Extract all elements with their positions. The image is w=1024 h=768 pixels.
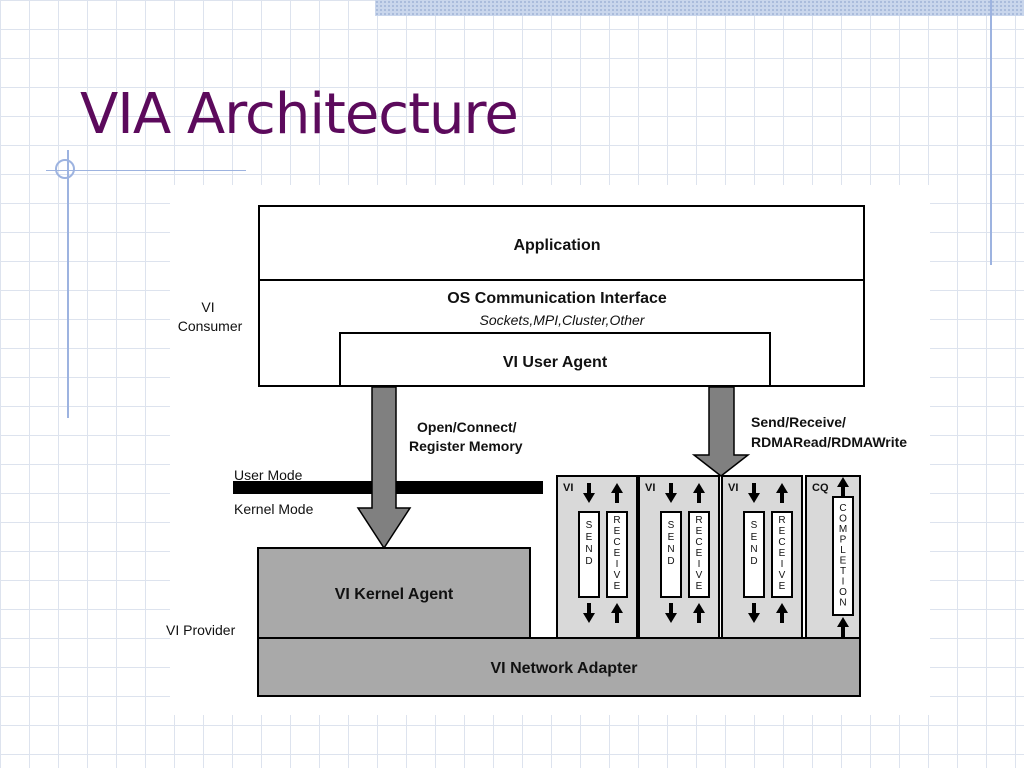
vi-panel-1-label: VI xyxy=(563,482,573,494)
vi-panel-2-send-in-arrow xyxy=(665,483,677,503)
vi-panel-2-label: VI xyxy=(645,482,655,494)
completion-queue xyxy=(832,496,854,616)
cq-bottom-arrow xyxy=(837,617,849,637)
vi-panel-1-send-queue xyxy=(578,511,600,598)
vi-panel-1-send-in-arrow xyxy=(583,483,595,503)
vi-panel-2-receive-queue xyxy=(688,511,710,598)
kernel-mode-label: Kernel Mode xyxy=(234,501,314,517)
vi-panel-3-receive-in-arrow xyxy=(776,603,788,623)
network-adapter-box xyxy=(257,637,861,697)
page-title: VIA Architecture xyxy=(80,82,519,147)
vi-consumer-label-line2: Consumer xyxy=(178,318,243,334)
send-receive-arrow xyxy=(691,386,751,477)
user-mode-label: User Mode xyxy=(234,467,303,483)
cq-panel-label: CQ xyxy=(812,482,829,494)
vi-panel-2-send-out-arrow xyxy=(665,603,677,623)
cq-top-arrow xyxy=(837,477,849,497)
vi-consumer-label-line1: VI xyxy=(201,299,214,315)
right-decorative-rule xyxy=(990,0,992,265)
vi-panel-3-send-queue xyxy=(743,511,765,598)
vi-panel-3-send-out-arrow xyxy=(748,603,760,623)
network-adapter-label: VI Network Adapter xyxy=(491,660,638,677)
open-connect-label-line2: Register Memory xyxy=(409,438,523,454)
vi-panel-1-receive-queue xyxy=(606,511,628,598)
vi-panel-1-send-out-arrow xyxy=(583,603,595,623)
user-agent-label: VI User Agent xyxy=(503,354,608,371)
vi-provider-label: VI Provider xyxy=(166,622,236,638)
os-interface-label: OS Communication Interface xyxy=(447,290,667,307)
vi-panel-3-label: VI xyxy=(728,482,738,494)
open-connect-arrow xyxy=(356,386,412,550)
vi-panel-3-receive-out-arrow xyxy=(776,483,788,503)
application-box xyxy=(258,205,865,281)
vi-panel-2-receive-in-arrow xyxy=(693,603,705,623)
title-rule-circle xyxy=(55,159,75,179)
send-receive-label-line1: Send/Receive/ xyxy=(751,414,846,430)
vi-panel-3-send-in-arrow xyxy=(748,483,760,503)
os-interface-sublabel: Sockets,MPI,Cluster,Other xyxy=(480,312,646,328)
title-underline-rule xyxy=(46,170,246,171)
send-receive-label-line2: RDMARead/RDMAWrite xyxy=(751,434,907,450)
open-connect-label-line1: Open/Connect/ xyxy=(417,419,517,435)
vi-panel-3-receive-queue xyxy=(771,511,793,598)
application-label: Application xyxy=(513,237,600,254)
kernel-agent-label: VI Kernel Agent xyxy=(335,586,454,603)
left-decorative-rule xyxy=(67,150,69,418)
vi-panel-2-send-queue xyxy=(660,511,682,598)
top-decorative-band xyxy=(375,0,1024,16)
vi-panel-1-receive-in-arrow xyxy=(611,603,623,623)
user-agent-box xyxy=(339,332,771,387)
vi-panel-1-receive-out-arrow xyxy=(611,483,623,503)
vi-panel-2-receive-out-arrow xyxy=(693,483,705,503)
